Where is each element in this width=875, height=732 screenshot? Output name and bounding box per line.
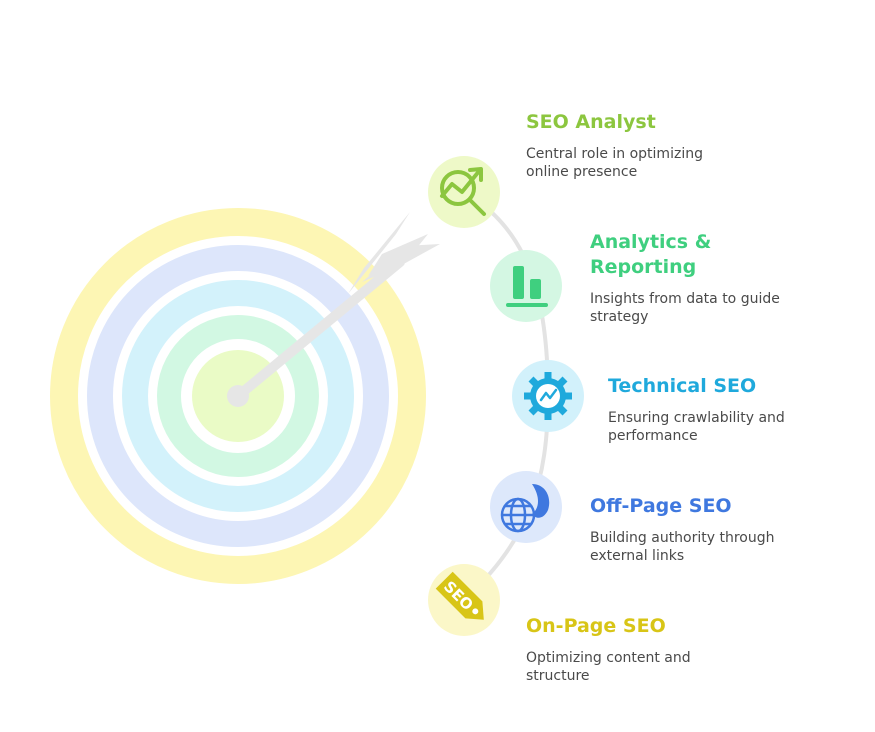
item-off-page-seo: Off-Page SEO Building authority through … xyxy=(590,494,820,565)
item-description: Optimizing content and structure xyxy=(526,650,691,684)
item-description: Insights from data to guide strategy xyxy=(590,291,780,325)
bar-chart-icon xyxy=(506,266,548,307)
arrow-shaft xyxy=(233,257,405,401)
item-title: SEO Analyst xyxy=(526,111,656,133)
item-title: Off-Page SEO xyxy=(590,495,732,517)
item-title: On-Page SEO xyxy=(526,615,666,637)
arrow xyxy=(227,212,440,407)
item-title: Technical SEO xyxy=(608,375,757,397)
target-ring-2 xyxy=(87,245,389,547)
item-analytics-reporting: Analytics & Reporting Insights from data… xyxy=(590,230,820,326)
item-title: Analytics & Reporting xyxy=(590,231,712,278)
arrow-fletching-1 xyxy=(348,212,410,294)
item-description: Building authority through external link… xyxy=(590,530,775,564)
analytics-magnifier-icon xyxy=(440,167,486,216)
target-ring-1 xyxy=(50,208,426,584)
arrow-fletching-3 xyxy=(362,244,440,282)
item-on-page-seo: On-Page SEO Optimizing content and struc… xyxy=(526,614,756,685)
item-technical-seo: Technical SEO Ensuring crawlability and … xyxy=(608,374,838,445)
gear-icon xyxy=(524,372,572,420)
item-description: Central role in optimizing online presen… xyxy=(526,146,703,180)
target-ring-4 xyxy=(157,315,319,477)
globe-link-icon xyxy=(500,484,550,533)
item-seo-analyst: SEO Analyst Central role in optimizing o… xyxy=(526,110,756,181)
arrow-tip xyxy=(227,385,249,407)
item-description: Ensuring crawlability and performance xyxy=(608,410,785,444)
analytics-reporting-circle xyxy=(490,250,562,322)
target-ring-3 xyxy=(122,280,354,512)
